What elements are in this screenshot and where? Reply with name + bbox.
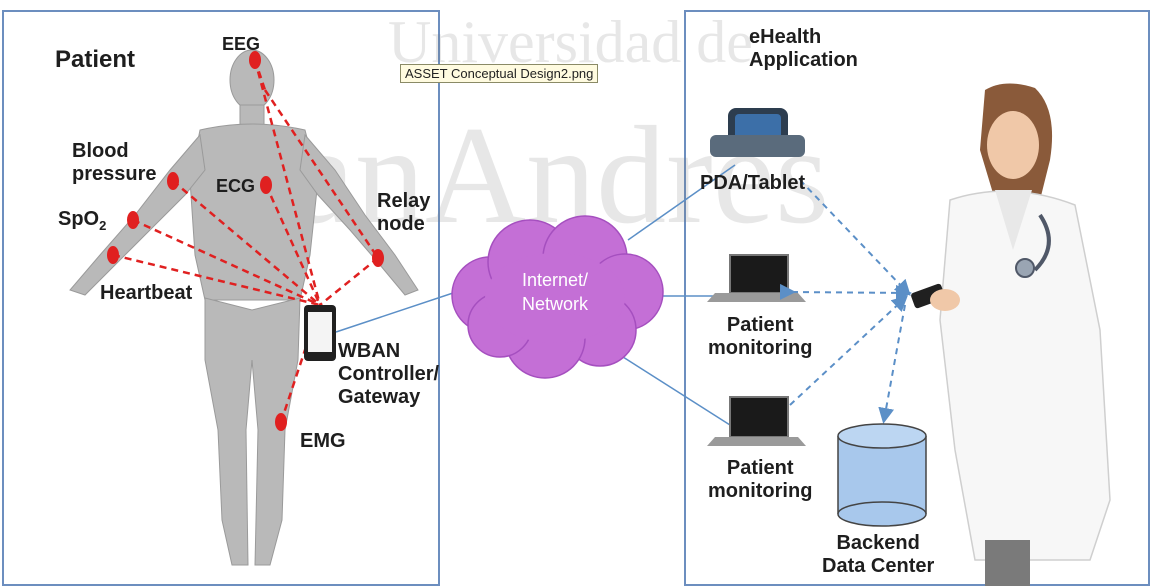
heartbeat-sensor bbox=[107, 246, 119, 264]
human-body bbox=[69, 49, 419, 566]
heartbeat-label: Heartbeat bbox=[100, 282, 193, 304]
patient-monitoring-label-1: Patient monitoring bbox=[708, 314, 813, 359]
spo2-label-subscript: 2 bbox=[99, 218, 107, 233]
spo2-label-base: SpO bbox=[58, 208, 100, 230]
filename-tooltip: ASSET Conceptual Design2.png bbox=[400, 64, 599, 83]
spo2-sensor bbox=[127, 211, 139, 229]
pda-tablet-label: PDA/Tablet bbox=[700, 172, 806, 194]
patient-monitoring-label-2: Patient monitoring bbox=[708, 457, 813, 502]
sensors bbox=[107, 51, 384, 431]
emg-sensor bbox=[275, 413, 287, 431]
pda-tablet-icon bbox=[710, 108, 805, 157]
eeg-sensor bbox=[249, 51, 261, 69]
cloud-icon bbox=[451, 215, 664, 379]
relay-node-label: Relay node bbox=[377, 190, 431, 235]
patient-title: Patient bbox=[55, 46, 136, 73]
wban-phone-icon bbox=[304, 305, 336, 361]
database-icon bbox=[837, 423, 927, 527]
ehealth-title: eHealth Application bbox=[749, 26, 858, 71]
eeg-label: EEG bbox=[222, 34, 261, 54]
network-label: Internet/ Network bbox=[521, 270, 589, 315]
blood-pressure-sensor bbox=[167, 172, 179, 190]
blood-pressure-label: Blood pressure bbox=[72, 140, 157, 185]
backend-data-center-label: Backend Data Center bbox=[822, 532, 935, 577]
doctor-figure bbox=[911, 83, 1111, 586]
relay-node-sensor bbox=[372, 249, 384, 267]
laptop-icon-1 bbox=[707, 254, 806, 302]
laptop-icon-2 bbox=[707, 396, 806, 446]
network-links bbox=[335, 164, 736, 426]
doctor-links bbox=[779, 179, 912, 424]
spo2-label: SpO2 bbox=[58, 208, 106, 234]
ecg-label: ECG bbox=[216, 176, 256, 196]
emg-label: EMG bbox=[300, 430, 346, 452]
ecg-sensor bbox=[260, 176, 272, 194]
wban-gateway-label: WBAN Controller/ Gateway bbox=[338, 340, 440, 408]
